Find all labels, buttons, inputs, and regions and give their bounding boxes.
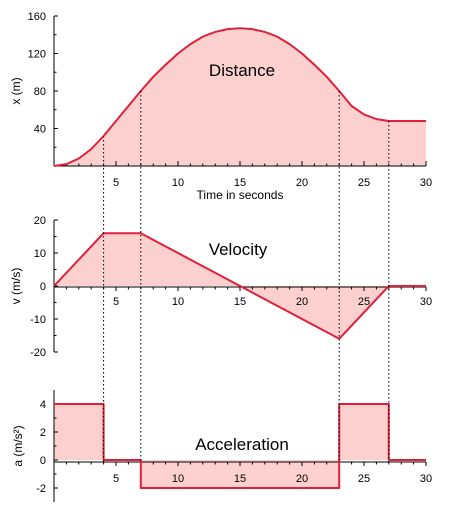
x-axis-title: Time in seconds — [197, 188, 284, 202]
y-tick-label: 20 — [34, 215, 46, 227]
x-tick-label: 30 — [420, 296, 432, 308]
x-tick-label: 20 — [296, 473, 308, 485]
y-axis-title: v (m/s) — [9, 268, 23, 305]
series-line — [53, 27, 426, 167]
panel-title: Acceleration — [195, 435, 289, 454]
y-tick-label: 0 — [40, 281, 46, 293]
x-tick-label: 25 — [358, 296, 370, 308]
x-tick-label: 5 — [113, 177, 119, 189]
area-fill — [54, 404, 426, 488]
y-tick-label: 0 — [40, 455, 46, 467]
x-tick-label: 20 — [296, 296, 308, 308]
x-tick-label: 5 — [113, 296, 119, 308]
y-tick-label: -10 — [30, 314, 46, 326]
y-tick-label: 80 — [34, 86, 46, 98]
x-tick-label: 10 — [172, 177, 184, 189]
y-tick-label: 160 — [28, 11, 46, 23]
x-tick-label: 30 — [420, 473, 432, 485]
y-tick-label: 120 — [28, 49, 46, 61]
y-tick-label: 10 — [34, 248, 46, 260]
y-tick-label: 4 — [40, 399, 46, 411]
x-tick-label: 15 — [234, 177, 246, 189]
area-fill — [54, 28, 426, 166]
y-tick-label: -20 — [30, 347, 46, 359]
panel-title: Velocity — [209, 240, 268, 259]
y-tick-label: 40 — [34, 124, 46, 136]
x-tick-label: 15 — [234, 473, 246, 485]
y-tick-label: -2 — [36, 483, 46, 495]
x-tick-label: 5 — [113, 473, 119, 485]
x-tick-label: 25 — [358, 177, 370, 189]
x-tick-label: 20 — [296, 177, 308, 189]
time-guides — [103, 91, 390, 462]
y-tick-label: 2 — [40, 427, 46, 439]
x-tick-label: 10 — [172, 296, 184, 308]
x-tick-label: 10 — [172, 473, 184, 485]
x-tick-label: 25 — [358, 473, 370, 485]
x-tick-label: 30 — [420, 177, 432, 189]
panel-title: Distance — [209, 61, 275, 80]
velocity-panel: 5 10 15 20 25 30 20 10 0 -10 -20 Velocity v (m/s) — [9, 215, 432, 359]
y-axis-title: a (m/s²) — [11, 425, 25, 466]
x-tick-label: 15 — [234, 296, 246, 308]
y-axis-title: x (m) — [9, 77, 23, 104]
